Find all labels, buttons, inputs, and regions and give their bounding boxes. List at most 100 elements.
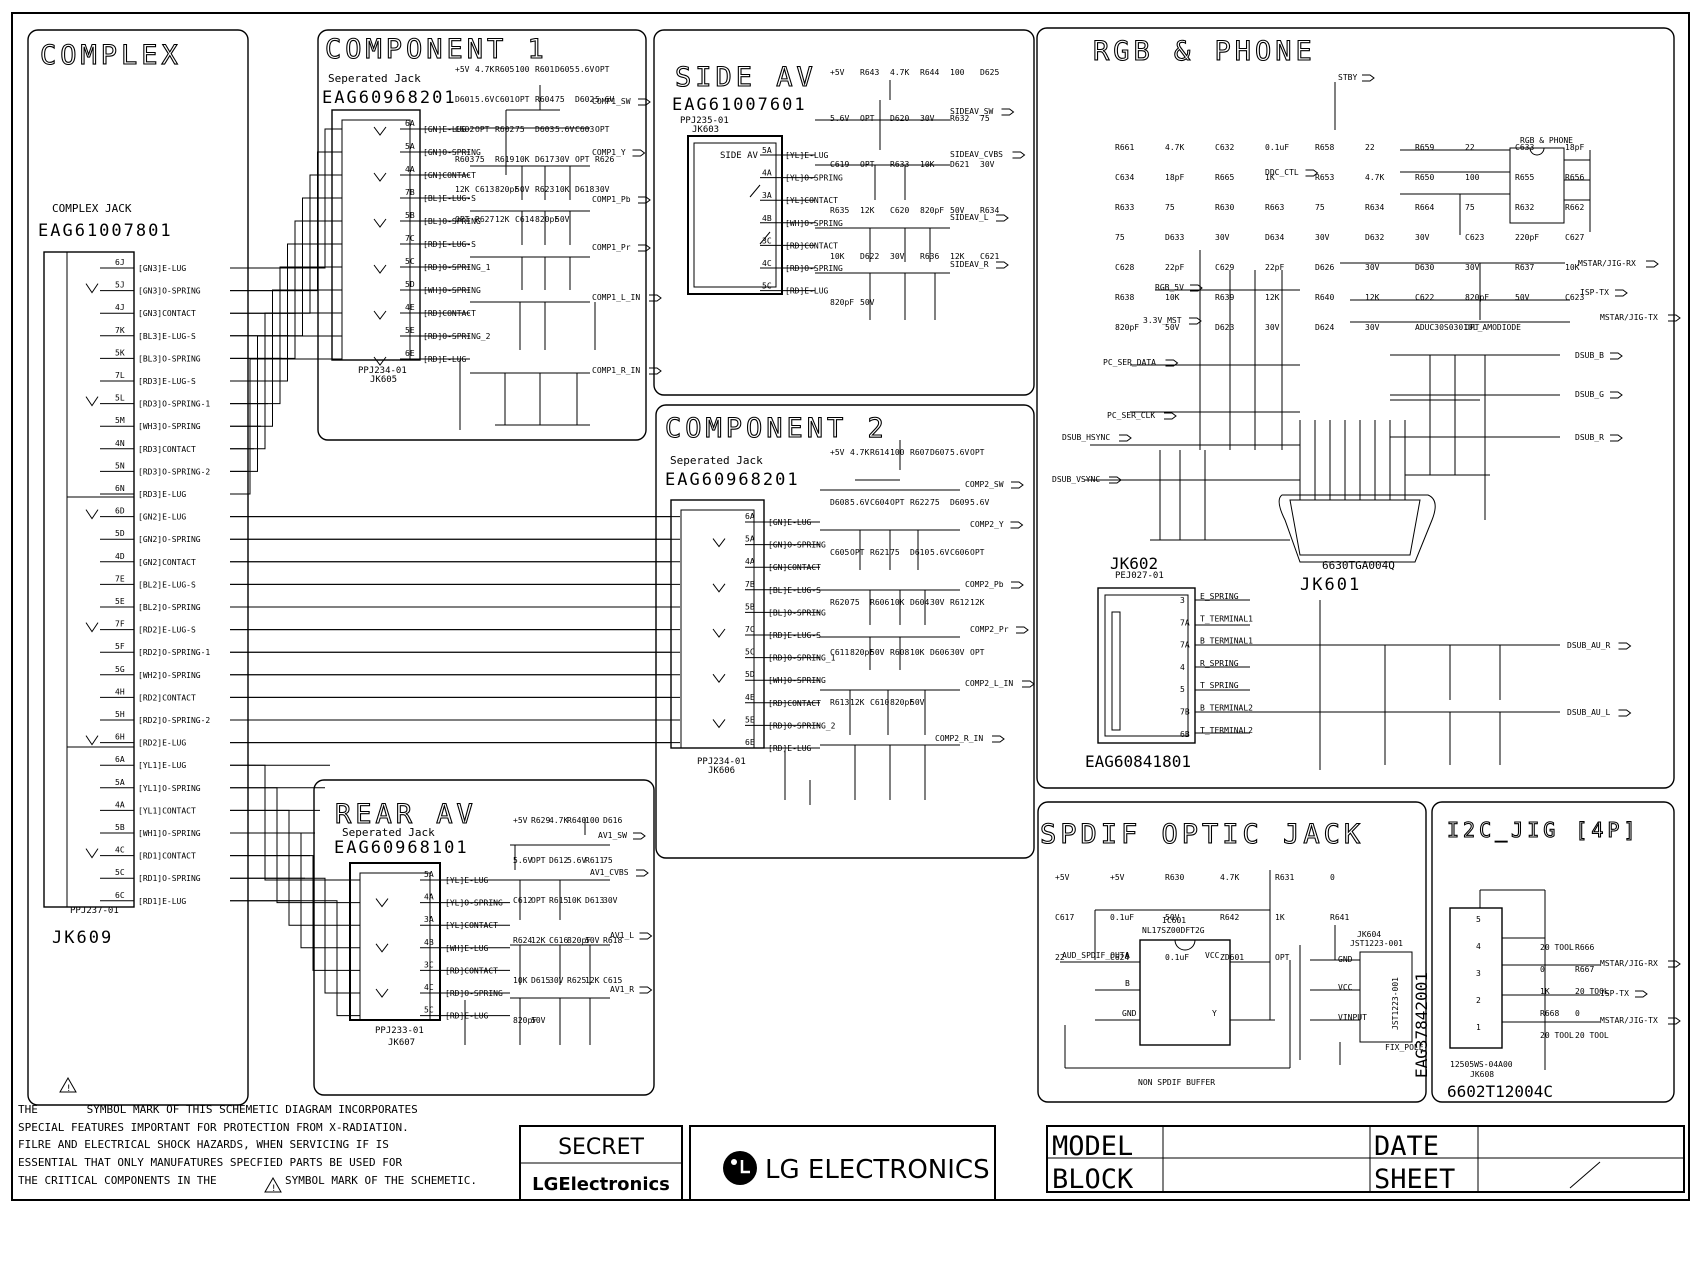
component2-part: D608	[830, 498, 849, 507]
complex-pin-name: [YL1]O-SPRING	[138, 784, 201, 793]
side-av-pin-name: [RD]O-SPRING	[785, 264, 843, 273]
component1-part: 75	[555, 95, 565, 104]
component2-labels: COMP2_SWCOMP2_YCOMP2_PbCOMP2_PrCOMP2_L_I…	[830, 448, 1035, 743]
component1-part: C601	[495, 95, 514, 104]
rgb-part: D623	[1215, 323, 1234, 332]
complex-pin-num: 5H	[115, 710, 125, 719]
rear-av-pin-name: [RD]E-LUG	[445, 1012, 489, 1021]
side-av-pin-name: [RD]E-LUG	[785, 287, 829, 296]
warning-icon	[59, 1076, 77, 1093]
component2-pin-num: 5A	[745, 535, 755, 544]
component2-part: C610	[870, 698, 889, 707]
warning-icon-2	[264, 1176, 282, 1193]
side-av-signal: SIDEAV_R	[950, 260, 989, 269]
complex-pin-name: [BL2]O-SPRING	[138, 603, 201, 612]
component2-pin-name: [RD]O-SPRING_2	[768, 721, 836, 730]
side-av-signal: SIDEAV_L	[950, 213, 989, 222]
side-av-part: 820pF	[920, 206, 944, 215]
rgb-part: 30V	[1365, 263, 1380, 272]
spdif-part: 4.7K	[1220, 873, 1239, 882]
complex-pin-num: 6A	[115, 755, 125, 764]
rear-av-connector: PPJ233-01	[375, 1026, 424, 1036]
dsub-ref: JK601	[1300, 575, 1361, 595]
rgb-part: 75	[1115, 233, 1125, 242]
side-av-part: D622	[860, 252, 879, 261]
component1-part: 10K	[555, 185, 570, 194]
i2c-pin: 1	[1476, 1023, 1481, 1032]
component1-part: 50V	[515, 185, 530, 194]
rgb-phone-labels: STBYDDC_CTLMSTAR/JIG-RXISP-TXMSTAR/JIG-T…	[1052, 73, 1681, 739]
side-av-connector-body	[687, 135, 783, 295]
component2-pin-name: [BL]E-LUG-S	[768, 586, 821, 595]
component2-title: COMPONENT 2	[665, 413, 888, 444]
complex-pin-name: [RD3]O-SPRING-2	[138, 467, 210, 476]
complex-pin-num: 6J	[115, 258, 125, 267]
rgb-ic-label: RGB & PHONE	[1520, 136, 1573, 145]
side-av-part: C620	[890, 206, 909, 215]
component1-pin-name: [RD]CONTACT	[423, 309, 476, 318]
rgb-part: R659	[1415, 143, 1434, 152]
component1-part: D603	[535, 125, 554, 134]
side-av-part: 30V	[920, 114, 935, 123]
rgb-part: D624	[1315, 323, 1334, 332]
rear-av-part: R625	[567, 976, 586, 985]
lg-small-logo: LGElectronics	[532, 1174, 670, 1195]
i2c-pin: 3	[1476, 969, 1481, 978]
complex-pin-num: 4A	[115, 800, 125, 809]
component1-part-number: EAG60968201	[322, 88, 457, 108]
component1-pin-num: 7B	[405, 188, 415, 197]
component2-signal: COMP2_Y	[970, 520, 1004, 529]
component2-part: R621	[870, 548, 889, 557]
complex-pin-num: 4D	[115, 552, 125, 561]
complex-pin-name: [BL2]E-LUG-S	[138, 580, 196, 589]
rgb-part: 50V	[1165, 323, 1180, 332]
component1-signal: COMP1_R_IN	[592, 366, 640, 375]
component1-signal: COMP1_Pr	[592, 243, 631, 252]
spdif-note: NON SPDIF BUFFER	[1138, 1078, 1215, 1087]
component1-pin-num: 5A	[405, 142, 415, 151]
component1-pin-num: 5C	[405, 257, 415, 266]
component1-pin-num: 6E	[405, 349, 415, 358]
rgb-phone-signal: DSUB_R	[1575, 433, 1604, 442]
rear-av-ref: JK607	[388, 1038, 415, 1048]
complex-pin-name: [RD1]CONTACT	[138, 852, 196, 861]
spdif-section	[1037, 801, 1427, 1103]
spdif-part: R630	[1165, 873, 1184, 882]
rgb-phone-signal: RGB_5V	[1155, 283, 1184, 292]
component1-pin-name: [GN]E-LUG	[423, 125, 467, 134]
rgb-part: 75	[1315, 203, 1325, 212]
component2-pin-name: [RD]O-SPRING_1	[768, 654, 836, 663]
component2-pin-num: 6E	[745, 738, 755, 747]
component1-part: R604	[535, 95, 554, 104]
component2-part: 820pF	[890, 698, 914, 707]
spdif-jack-pin: GND	[1338, 955, 1353, 964]
component2-part: OPT	[890, 498, 905, 507]
rgb-phone-signal: PC_SER_CLK	[1107, 411, 1155, 420]
component1-part: 100	[515, 65, 530, 74]
side-av-part: 30V	[980, 160, 995, 169]
rgb-phone-section	[1036, 27, 1675, 789]
secret-label: SECRET	[558, 1135, 644, 1160]
dsub-part: 6630TGA004Q	[1322, 559, 1395, 572]
rgb-phone-signal: MSTAR/JIG-RX	[1578, 259, 1636, 268]
rgb-part: 18pF	[1565, 143, 1584, 152]
complex-pin-name: [YL1]E-LUG	[138, 761, 186, 770]
rear-av-subtitle: Seperated Jack	[342, 826, 435, 839]
phone-pin-name: R_SPRING	[1200, 659, 1239, 668]
side-av-part: C619	[830, 160, 849, 169]
component1-part: OPT	[475, 125, 490, 134]
complex-jack-label: COMPLEX JACK	[52, 202, 132, 215]
rgb-part: R655	[1515, 173, 1534, 182]
phone-jack-ref: JK602	[1110, 554, 1158, 573]
side-av-pin-num: 3A	[762, 191, 772, 200]
rgb-part: 820pF	[1465, 293, 1489, 302]
side-av-part: OPT	[860, 160, 875, 169]
component1-ref: JK605	[370, 375, 397, 385]
warning-line-1: THE SYMBOL MARK OF THIS SCHEMETIC DIAGRA…	[18, 1103, 418, 1116]
component2-pin-num: 5E	[745, 715, 755, 724]
svg-text:!: !	[66, 1084, 71, 1094]
component1-signal: COMP1_Y	[592, 148, 626, 157]
phone-pin-name: E_SPRING	[1200, 592, 1239, 601]
